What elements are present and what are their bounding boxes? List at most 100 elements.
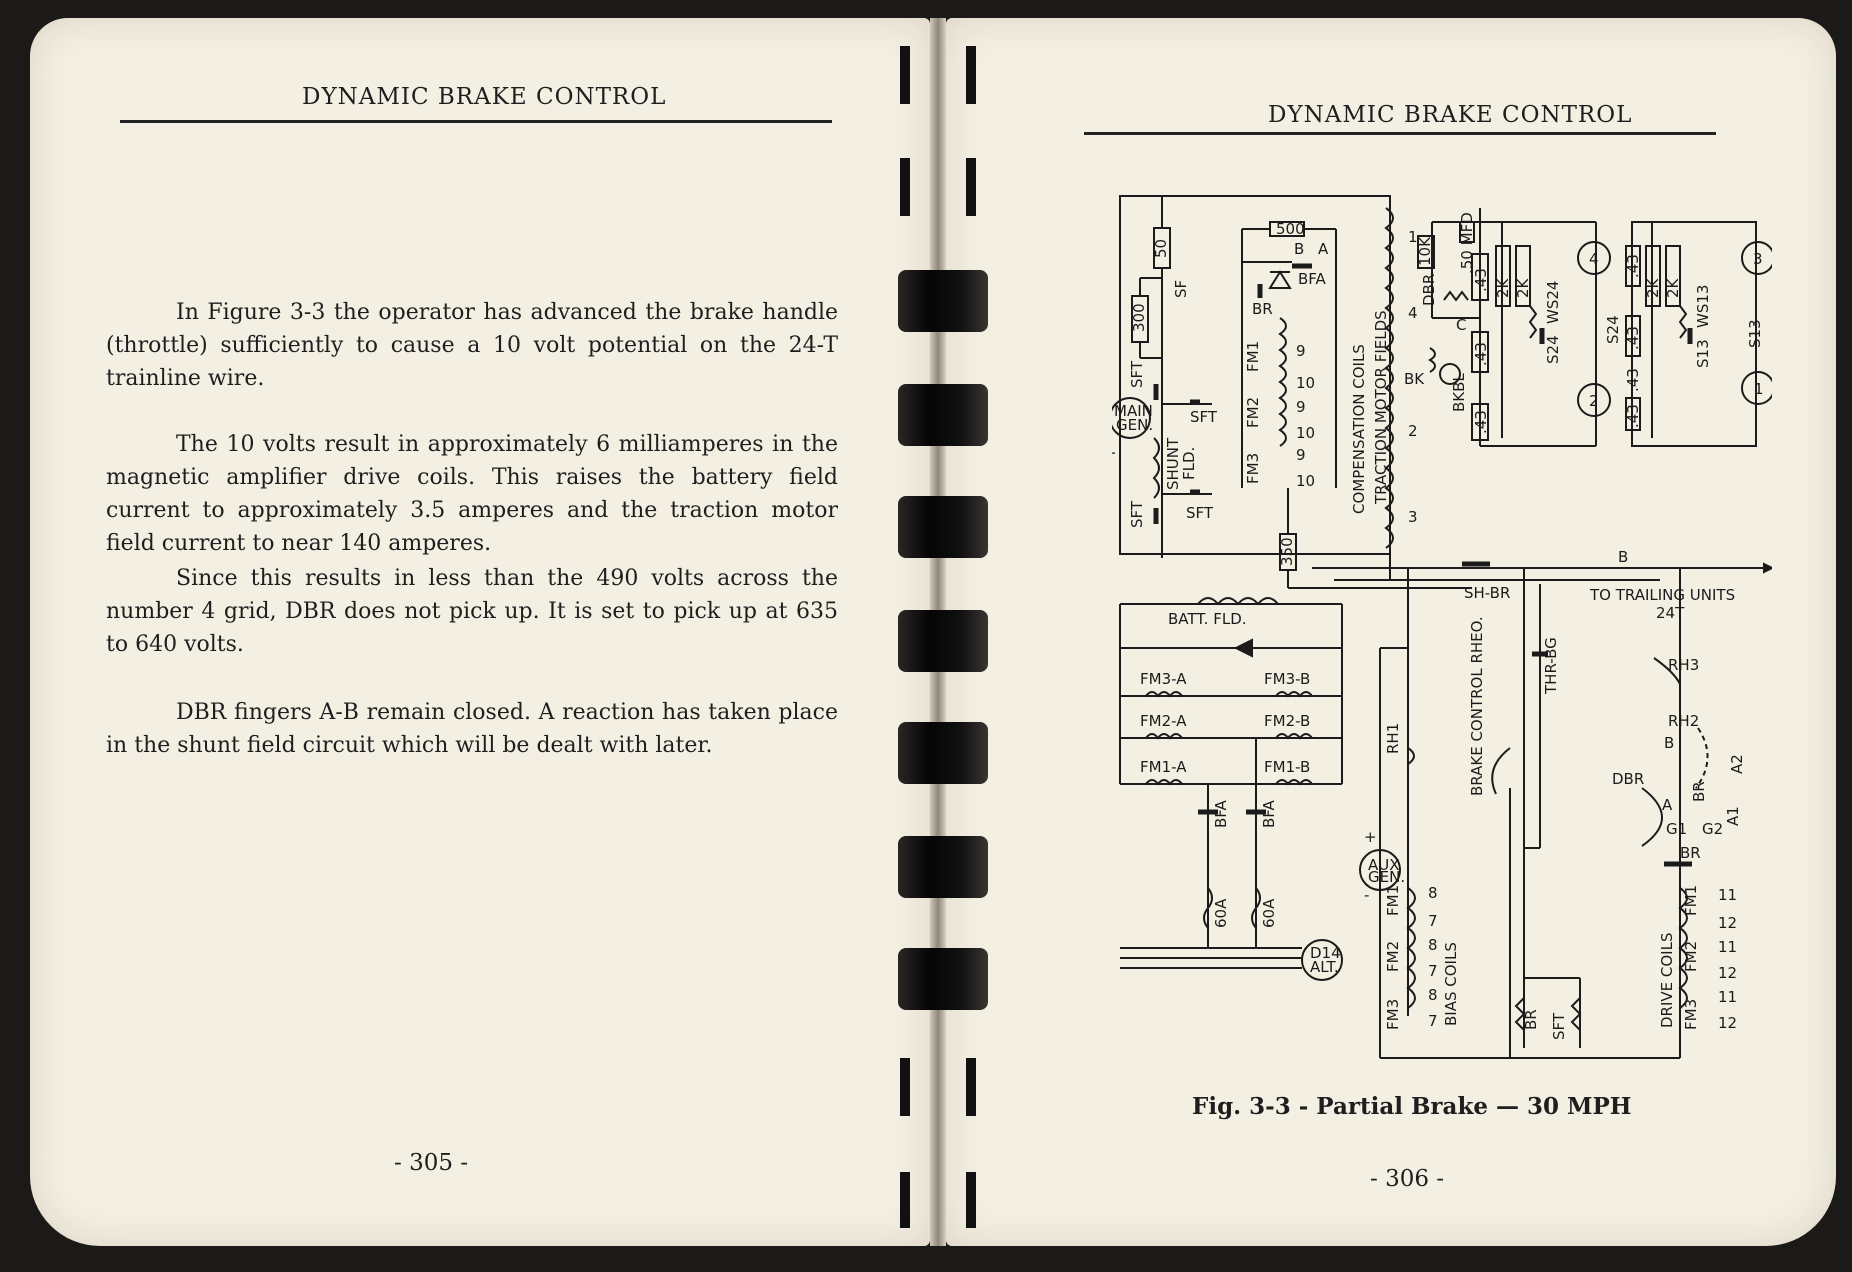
schematic-label: 50 <box>1152 239 1170 258</box>
schematic-label: GEN. <box>1116 416 1153 434</box>
motor-4 <box>1577 241 1611 275</box>
schematic-label: SFT <box>1128 360 1146 388</box>
schematic-label: .43 <box>1624 254 1642 278</box>
schematic-label: GEN. <box>1368 868 1405 886</box>
schematic-label: THR-BG <box>1542 637 1560 695</box>
schematic-label: 2K <box>1644 277 1662 298</box>
schematic-label: BATT. FLD. <box>1168 610 1247 628</box>
binding-hole <box>900 46 910 104</box>
schematic-label: 3 <box>1753 250 1763 268</box>
schematic-label: 10 <box>1296 374 1315 392</box>
schematic-label: WS24 <box>1544 281 1562 324</box>
schematic-label: FM2-B <box>1264 712 1310 730</box>
schematic-label: - <box>1364 886 1369 904</box>
schematic-label: 3 <box>1408 508 1418 526</box>
schematic-label: SFT <box>1186 504 1214 522</box>
schematic-label: C <box>1456 316 1466 334</box>
right-folio: - 306 - <box>1370 1166 1445 1192</box>
schematic-label: BIAS COILS <box>1442 942 1460 1026</box>
schematic-label: BR <box>1690 781 1708 802</box>
schematic-label: 1 <box>1754 380 1764 398</box>
schematic-label: BFA <box>1298 270 1327 288</box>
schematic-label: BFA <box>1212 799 1230 828</box>
schematic-label: .50 MFD <box>1458 212 1476 274</box>
left-head-rule <box>120 120 832 123</box>
schematic-label: 60A <box>1260 898 1278 928</box>
schematic-label: COMPENSATION COILS <box>1350 344 1368 514</box>
schematic-label: DBR <box>1420 274 1438 306</box>
paragraph-2: The 10 volts result in approximately 6 m… <box>106 428 838 560</box>
paragraph-3: Since this results in less than the 490 … <box>106 562 838 661</box>
schematic-label: 7 <box>1428 962 1438 980</box>
schematic-label: 60A <box>1212 898 1230 928</box>
schematic-label: 7 <box>1428 912 1438 930</box>
schematic-label: FM1-B <box>1264 758 1310 776</box>
right-head-rule <box>1084 132 1716 135</box>
schematic-label: 10 <box>1296 472 1315 490</box>
traction-motor-fields <box>1384 207 1394 549</box>
schematic-label: .43 <box>1624 326 1642 350</box>
aux-generator <box>1359 849 1401 891</box>
schematic-label: G1 <box>1666 820 1687 838</box>
binding-ring <box>898 610 988 672</box>
schematic-label: BRAKE CONTROL RHEO. <box>1468 616 1486 796</box>
schematic-label: FM1 <box>1682 885 1700 916</box>
schematic-label: 11 <box>1718 938 1737 956</box>
schematic-label: SF <box>1172 280 1190 298</box>
schematic-label: B <box>1618 548 1628 566</box>
schematic-label: 10K <box>1416 236 1434 266</box>
schematic-label: 2 <box>1408 422 1418 440</box>
d14-alternator <box>1301 939 1343 981</box>
binding-ring <box>898 948 988 1010</box>
schematic-label: 9 <box>1296 342 1306 360</box>
paragraph-2-text: The 10 volts result in approximately 6 m… <box>106 432 838 556</box>
left-running-head: DYNAMIC BRAKE CONTROL <box>302 84 667 110</box>
schematic-label: .43 <box>1472 410 1490 434</box>
schematic-label: B <box>1664 734 1674 752</box>
schematic-label: FM2 <box>1384 941 1402 972</box>
schematic-label: BR <box>1522 1009 1540 1030</box>
schematic-label: BFA <box>1260 799 1278 828</box>
diode <box>1268 270 1292 289</box>
schematic-label: ALT. <box>1310 958 1339 976</box>
schematic-label: 11 <box>1718 988 1737 1006</box>
schematic-label: BR <box>1252 300 1273 318</box>
schematic-label: SHUNT <box>1164 437 1182 490</box>
schematic-label: FM3-B <box>1264 670 1310 688</box>
schematic-label: A1 <box>1724 806 1742 826</box>
schematic-label: 2K <box>1664 277 1682 298</box>
paragraph-3-text: Since this results in less than the 490 … <box>106 566 838 657</box>
schematic-label: SFT <box>1550 1012 1568 1040</box>
schematic-label: BK <box>1404 370 1425 388</box>
schematic-label: FM3 <box>1384 999 1402 1030</box>
schematic-label: RH2 <box>1668 712 1699 730</box>
binding-hole <box>966 46 976 104</box>
schematic-label: FM1 <box>1384 885 1402 916</box>
schematic-label: 9 <box>1296 446 1306 464</box>
schematic-label: BKBL <box>1450 373 1468 412</box>
motor-1 <box>1741 371 1772 405</box>
schematic-label: G2 <box>1702 820 1723 838</box>
schematic-label: FM3 <box>1682 999 1700 1030</box>
schematic-label: FM1-A <box>1140 758 1187 776</box>
schematic-label: B <box>1294 240 1304 258</box>
schematic-label: 9 <box>1296 398 1306 416</box>
schematic-label: D14 <box>1310 944 1341 962</box>
schematic-label: 12 <box>1718 914 1737 932</box>
schematic-label: 4 <box>1408 304 1418 322</box>
binding-ring <box>898 496 988 558</box>
schematic-label: FM2 <box>1244 397 1262 428</box>
schematic-label: S24 <box>1604 315 1622 344</box>
schematic-label: SH-BR <box>1464 584 1510 602</box>
binding-hole <box>900 1058 910 1116</box>
schematic-label: 7 <box>1428 1012 1438 1030</box>
schematic-label: FM3-A <box>1140 670 1187 688</box>
paragraph-1: In Figure 3-3 the operator has advanced … <box>106 296 838 395</box>
binding-hole <box>966 1172 976 1228</box>
schematic-label: TO TRAILING UNITS <box>1589 586 1735 604</box>
schematic-label: RH3 <box>1668 656 1699 674</box>
schematic-label: 2K <box>1514 277 1532 298</box>
schematic-label: A2 <box>1728 754 1746 774</box>
schematic-label: AUX <box>1368 856 1400 874</box>
paragraph-4: DBR fingers A-B remain closed. A reactio… <box>106 696 838 762</box>
